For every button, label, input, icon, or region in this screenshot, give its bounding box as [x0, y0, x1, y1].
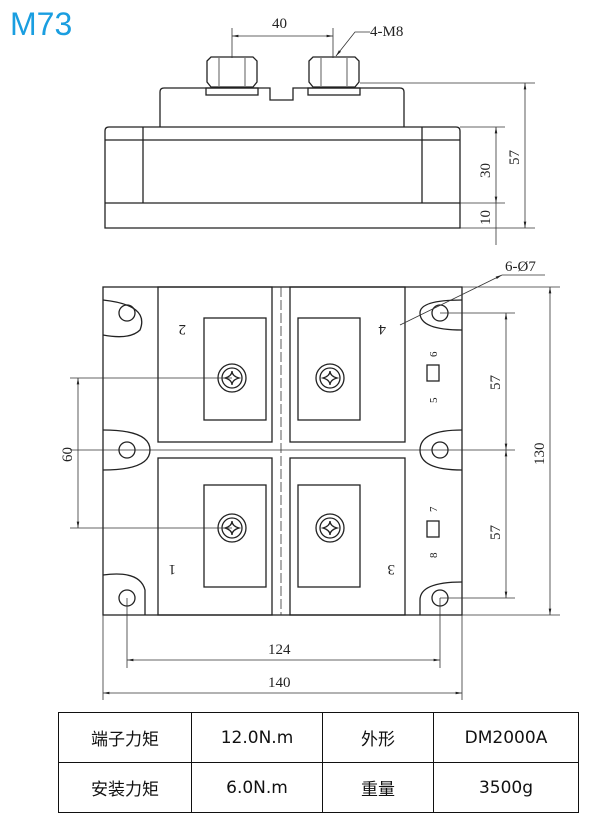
spec-table: 端子力矩 12.0N.m 外形 DM2000A 安装力矩 6.0N.m 重量 3… [58, 712, 579, 813]
dim-total-width: 140 [268, 675, 291, 691]
dim-total-height: 130 [532, 443, 548, 466]
aux-pin-7: 7 [428, 506, 440, 512]
label-package: 外形 [322, 712, 434, 763]
dim-left: 60 [60, 447, 76, 462]
value-weight: 3500g [433, 762, 579, 813]
side-view: 40 4-M8 57 30 10 [104, 16, 535, 245]
dim-right-upper: 57 [488, 375, 504, 391]
label-weight: 重量 [322, 762, 434, 813]
dim-pitch: 40 [272, 16, 287, 32]
dim-body: 30 [478, 163, 494, 178]
label-mounting-torque: 安装力矩 [58, 762, 192, 813]
terminal-2: 2 [179, 321, 187, 337]
value-mounting-torque: 6.0N.m [191, 762, 323, 813]
dim-inner-width: 124 [268, 642, 291, 658]
value-terminal-torque: 12.0N.m [191, 712, 323, 763]
dim-height: 57 [507, 150, 523, 166]
aux-pin-5: 5 [428, 397, 440, 403]
model-title: M73 [10, 6, 73, 42]
label-terminal-torque: 端子力矩 [58, 712, 192, 763]
table-row: 端子力矩 12.0N.m 外形 DM2000A [58, 712, 579, 763]
dim-base: 10 [478, 210, 494, 225]
terminal-4: 4 [378, 321, 386, 337]
table-row: 安装力矩 6.0N.m 重量 3500g [58, 762, 579, 813]
value-package: DM2000A [433, 712, 579, 763]
dim-holes: 6-Ø7 [505, 259, 536, 275]
bottom-view: 1 2 3 4 5 6 7 8 6-Ø7 57 57 130 60 124 14… [60, 259, 560, 700]
terminal-1: 1 [169, 561, 177, 577]
dim-right-lower: 57 [488, 525, 504, 541]
mechanical-drawing: 40 4-M8 57 30 10 1 2 3 4 5 6 7 [60, 16, 560, 700]
aux-pin-6: 6 [428, 351, 440, 357]
terminal-3: 3 [388, 561, 396, 577]
dim-thread: 4-M8 [370, 24, 403, 40]
aux-pin-8: 8 [428, 552, 440, 558]
